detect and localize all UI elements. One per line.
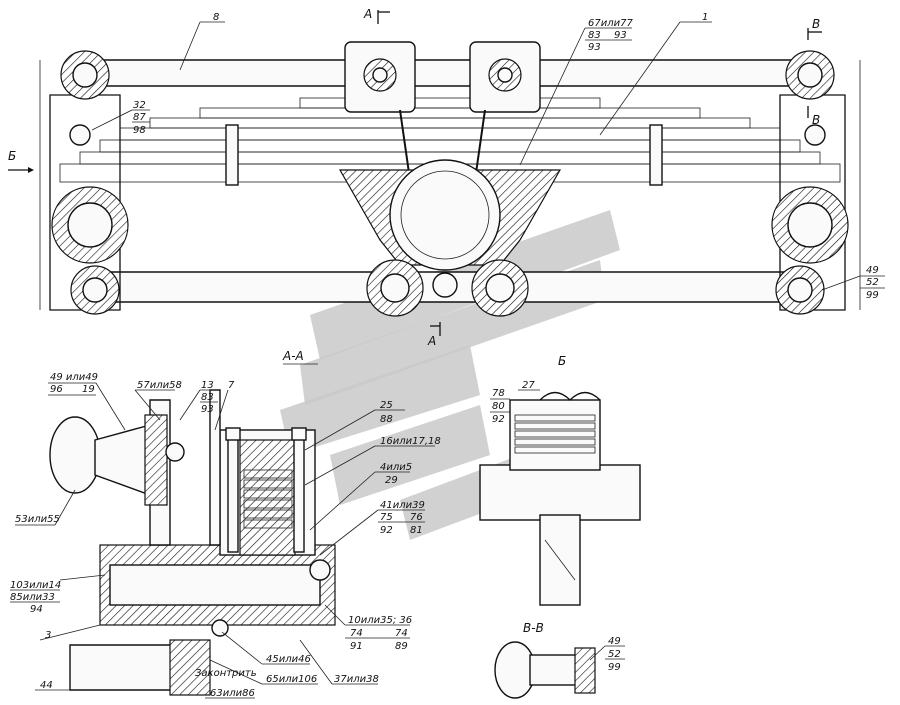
callout-32: 32: [133, 100, 146, 111]
callout-1: 1: [702, 12, 708, 23]
callout-76: 76: [410, 512, 423, 523]
section-v-top: В: [812, 17, 820, 31]
callout-3: 3: [45, 630, 51, 641]
callout-27: 27: [522, 380, 535, 391]
section-aa-title: А-А: [282, 349, 304, 363]
callout-83a: 83: [588, 30, 601, 41]
callout-88: 88: [380, 414, 393, 425]
section-a-bottom: А: [427, 334, 436, 348]
callout-zakontrit: Законтрить: [195, 668, 257, 679]
callout-52a: 52: [866, 277, 879, 288]
callout-49-49: 49 или49: [50, 372, 98, 383]
callout-85-33: 85или33: [10, 592, 55, 603]
main-view: [39, 41, 861, 317]
section-b-view: Б 27 78 80 92: [479, 354, 641, 606]
callout-99a: 99: [866, 290, 879, 301]
callout-103-14: 103или14: [10, 580, 61, 591]
callout-87: 87: [133, 112, 146, 123]
callout-92a: 92: [380, 525, 393, 536]
callout-57-58: 57или58: [137, 380, 182, 391]
callout-75: 75: [380, 512, 393, 523]
spring-leaves-b: [514, 414, 596, 454]
callout-80: 80: [492, 401, 505, 412]
callout-99b: 99: [608, 662, 621, 673]
section-b-left: Б: [8, 149, 16, 163]
callouts-main: 8 1 67или77 83 93 93 32 87 98 49 52 99: [91, 12, 885, 301]
callout-41-39: 41или39: [380, 500, 425, 511]
callout-29: 29: [385, 475, 398, 486]
callout-37-38: 37или38: [334, 674, 379, 685]
callout-45-46: 45или46: [266, 654, 311, 665]
callout-7: 7: [228, 380, 235, 391]
callouts-aa: 49 или49 96 19 57или58 13 83 93 7 25 88 …: [10, 372, 441, 699]
callout-44: 44: [40, 680, 53, 691]
callout-16-17-18: 16или17,18: [380, 436, 441, 447]
callout-93c: 93: [201, 404, 214, 415]
section-vv-title: В-В: [523, 621, 544, 635]
callout-19: 19: [82, 384, 95, 395]
callout-92b: 92: [492, 414, 505, 425]
section-b-detail-title: Б: [558, 354, 566, 368]
callout-53-55: 53или55: [15, 514, 60, 525]
callout-8: 8: [213, 12, 219, 23]
callout-83b: 83: [201, 392, 214, 403]
callout-10-35-36: 10или35; 36: [348, 615, 412, 626]
callout-65-106: 65или106: [266, 674, 317, 685]
callout-13: 13: [201, 380, 214, 391]
section-aa-view: А-А: [49, 349, 336, 696]
spring-leaves-section: [243, 469, 293, 529]
callout-93b: 93: [588, 42, 601, 53]
callout-93a: 93: [614, 30, 627, 41]
callout-25: 25: [380, 400, 393, 411]
callout-96: 96: [50, 384, 63, 395]
callout-98: 98: [133, 125, 146, 136]
callout-67-77: 67или77: [588, 18, 633, 29]
section-markers: А А В В Б: [8, 7, 822, 348]
section-v-mid: В: [812, 113, 820, 127]
callout-49a: 49: [866, 265, 879, 276]
section-vv-view: В-В 49 52 99: [494, 621, 625, 699]
section-a-top: А: [363, 7, 372, 21]
callout-74b: 74: [395, 628, 408, 639]
callout-52b: 52: [608, 649, 621, 660]
callout-94: 94: [30, 604, 43, 615]
callout-63-86: 63или86: [210, 688, 255, 699]
callout-74a: 74: [350, 628, 363, 639]
callout-91: 91: [350, 641, 363, 652]
callout-4-5: 4или5: [380, 462, 412, 473]
callout-81: 81: [410, 525, 423, 536]
callout-89: 89: [395, 641, 408, 652]
callout-49b: 49: [608, 636, 621, 647]
callout-78: 78: [492, 388, 505, 399]
